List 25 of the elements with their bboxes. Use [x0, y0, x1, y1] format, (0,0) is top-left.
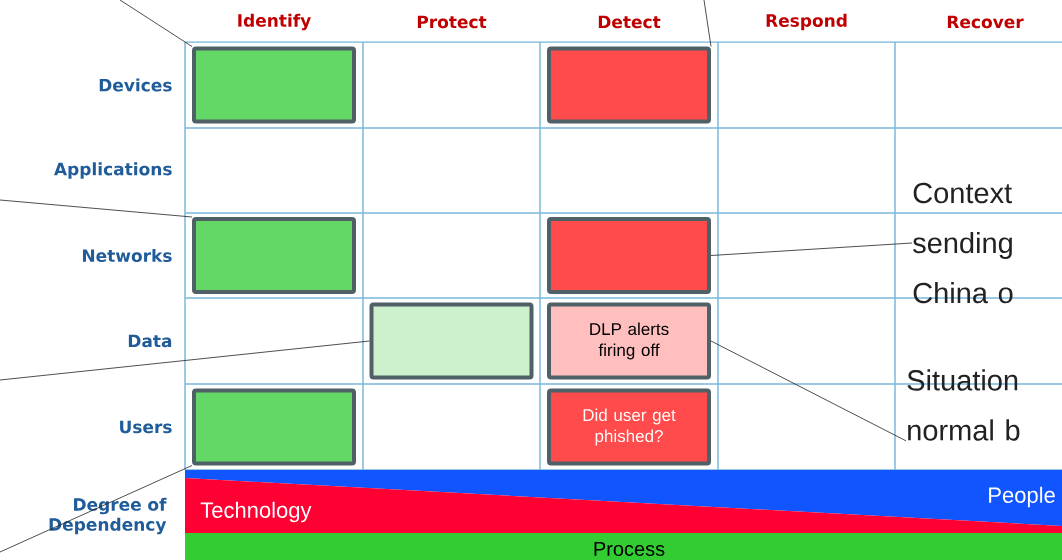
row-header: Users	[120, 420, 172, 434]
row-header: Applications	[54, 162, 172, 179]
status-box: DLP alerts firing off	[547, 302, 711, 380]
leader-line	[0, 199, 193, 218]
row-header: Data	[128, 334, 172, 348]
dependency-band: Process	[185, 533, 1062, 560]
leader-line	[0, 465, 193, 553]
status-box	[547, 46, 711, 124]
column-header: Respond	[766, 13, 847, 31]
status-box	[547, 217, 711, 294]
leader-line	[119, 0, 193, 47]
leader-line	[710, 242, 913, 256]
column-header: Recover	[947, 15, 1024, 29]
leader-line	[703, 0, 712, 47]
column-header: Protect	[417, 15, 487, 29]
callout-text: Context sending China o	[913, 182, 1013, 304]
leader-line	[0, 340, 370, 381]
leader-line	[710, 340, 907, 442]
status-box	[192, 388, 356, 466]
status-box: Did user get phished?	[547, 388, 711, 466]
callout-text: Situation normal b	[907, 369, 1020, 441]
status-box	[192, 46, 356, 124]
status-box	[192, 217, 356, 294]
row-header: Devices	[99, 78, 172, 92]
status-box	[369, 302, 534, 380]
